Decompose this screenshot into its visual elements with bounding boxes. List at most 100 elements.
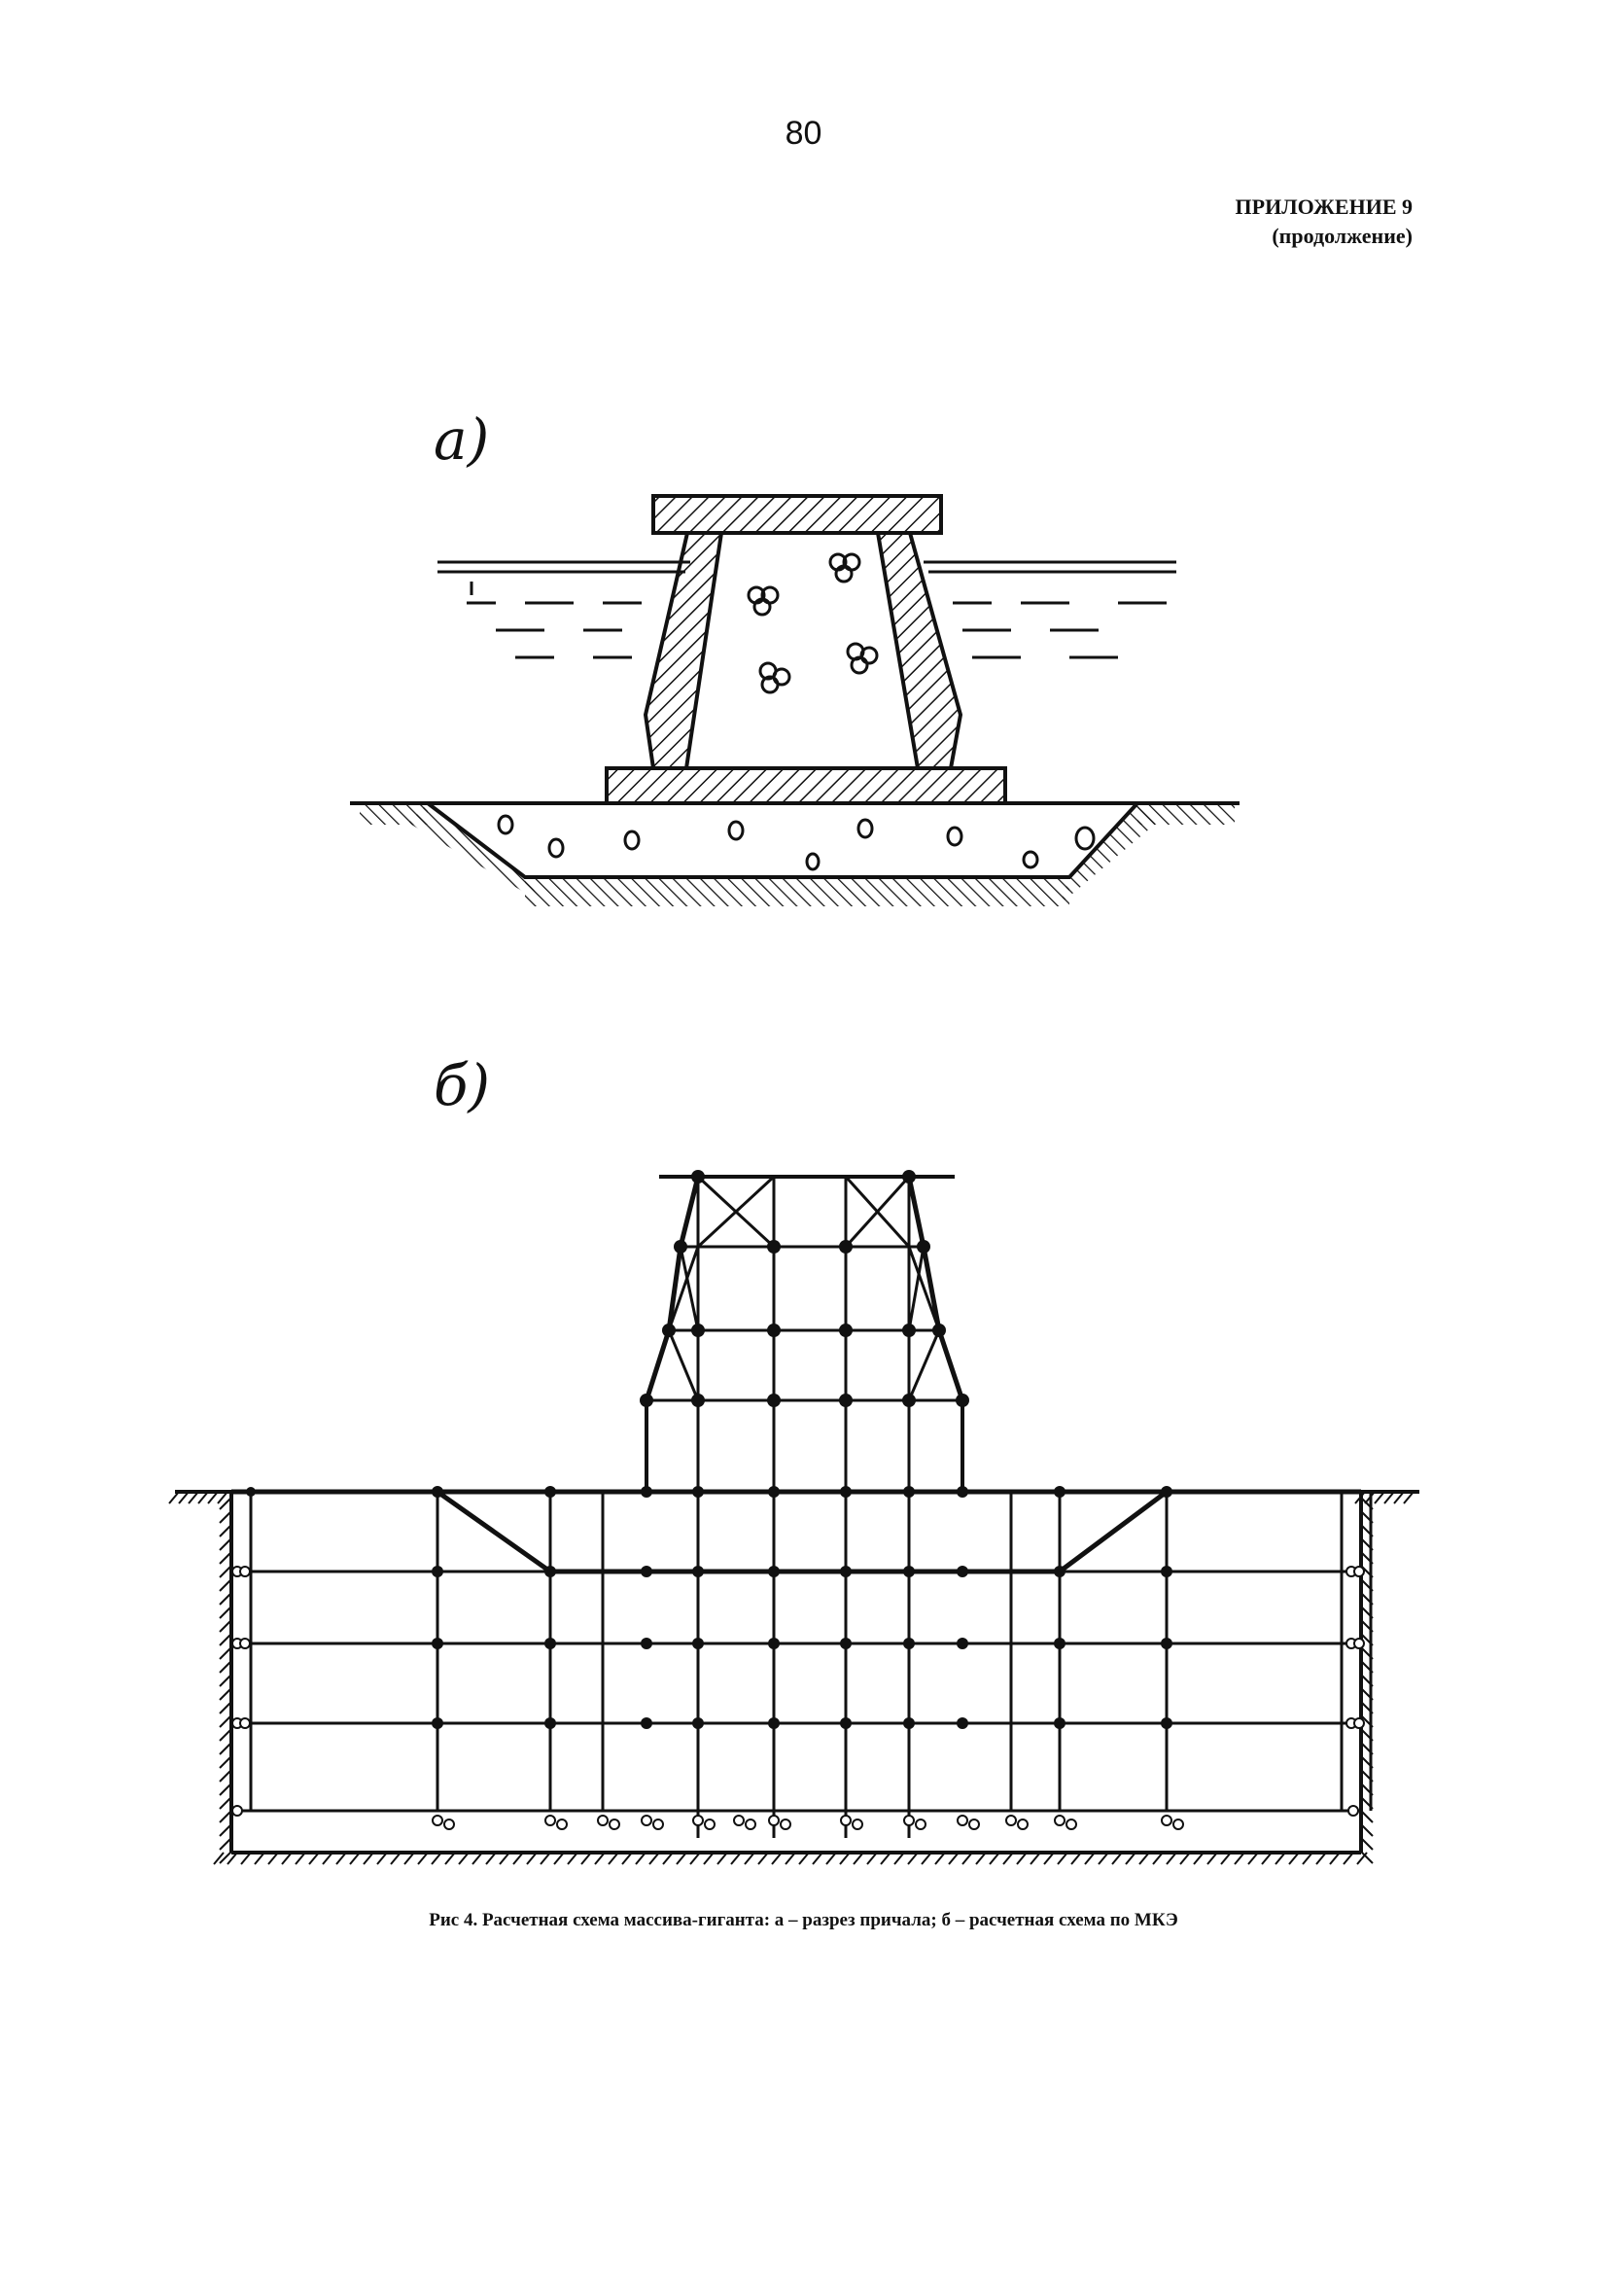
support-roller: [915, 1819, 926, 1830]
support-roller: [852, 1819, 863, 1830]
tower-frame: [644, 1175, 965, 1838]
fem-node: [544, 1717, 556, 1729]
fem-node: [840, 1717, 852, 1729]
fem-node: [1161, 1717, 1172, 1729]
support-roller: [239, 1638, 251, 1649]
support-roller: [1347, 1805, 1359, 1817]
support-roller: [231, 1805, 243, 1817]
fem-node: [768, 1717, 780, 1729]
fem-node: [1161, 1566, 1172, 1577]
support-roller: [239, 1566, 251, 1577]
fem-node: [432, 1638, 443, 1649]
fem-node: [839, 1240, 853, 1254]
fem-node: [544, 1566, 556, 1577]
appendix-header: ПРИЛОЖЕНИЕ 9 (продолжение): [1236, 193, 1413, 251]
fem-node: [691, 1170, 705, 1183]
support-roller: [692, 1815, 704, 1826]
fem-node: [957, 1638, 968, 1649]
support-roller: [1054, 1815, 1066, 1826]
right-wall: [875, 531, 963, 770]
panel-b-label: б): [434, 1052, 491, 1118]
support-roller: [733, 1815, 745, 1826]
berth-section-drawing: [350, 494, 1240, 906]
fem-node: [903, 1566, 915, 1577]
base-grid: [231, 1489, 1373, 1813]
fem-node: [839, 1394, 853, 1407]
fem-node: [432, 1717, 443, 1729]
figure-caption: Рис 4. Расчетная схема массива-гиганта: …: [429, 1910, 1178, 1930]
support-roller: [597, 1815, 609, 1826]
fem-node: [957, 1717, 968, 1729]
fem-node: [767, 1240, 781, 1254]
fem-node: [691, 1394, 705, 1407]
fem-node: [641, 1486, 652, 1498]
fem-node: [691, 1324, 705, 1337]
fem-node: [902, 1394, 916, 1407]
fem-node: [544, 1486, 556, 1498]
fem-node: [902, 1324, 916, 1337]
fem-node: [1054, 1717, 1066, 1729]
fem-node: [692, 1717, 704, 1729]
fem-node: [903, 1486, 915, 1498]
left-wall: [643, 531, 724, 770]
support-roller: [652, 1819, 664, 1830]
panel-a-label: а): [434, 406, 490, 473]
fem-node: [641, 1717, 652, 1729]
fem-node: [1161, 1486, 1172, 1498]
fem-node: [903, 1717, 915, 1729]
fem-node: [767, 1324, 781, 1337]
fem-node: [640, 1394, 653, 1407]
support-roller: [903, 1815, 915, 1826]
fem-node: [768, 1486, 780, 1498]
fem-node: [768, 1638, 780, 1649]
support-roller: [1005, 1815, 1017, 1826]
fem-node: [902, 1170, 916, 1183]
fem-supports: [231, 1566, 1365, 1830]
rubble-bed: [350, 801, 1240, 906]
fem-node: [674, 1240, 687, 1254]
fem-node: [641, 1638, 652, 1649]
support-roller: [1161, 1815, 1172, 1826]
fem-node: [840, 1486, 852, 1498]
fem-node: [1054, 1638, 1066, 1649]
fem-node: [692, 1638, 704, 1649]
support-roller: [609, 1819, 620, 1830]
support-roller: [768, 1815, 780, 1826]
support-roller: [1353, 1566, 1365, 1577]
support-roller: [641, 1815, 652, 1826]
fem-node: [767, 1394, 781, 1407]
support-roller: [968, 1819, 980, 1830]
support-roller: [432, 1815, 443, 1826]
base-slab: [605, 766, 1007, 805]
fem-node: [839, 1324, 853, 1337]
fem-node: [692, 1486, 704, 1498]
fem-node: [957, 1566, 968, 1577]
support-roller: [443, 1819, 455, 1830]
support-roller: [780, 1819, 791, 1830]
fem-node: [641, 1566, 652, 1577]
water-surface: [437, 560, 1176, 659]
top-slab: [651, 494, 943, 535]
support-roller: [239, 1717, 251, 1729]
fem-node: [840, 1638, 852, 1649]
fem-node: [246, 1487, 256, 1497]
fem-node: [932, 1324, 946, 1337]
fem-node: [692, 1566, 704, 1577]
fem-node: [544, 1638, 556, 1649]
fem-node: [840, 1566, 852, 1577]
support-roller: [957, 1815, 968, 1826]
fill-stones: [747, 552, 879, 694]
fem-node: [903, 1638, 915, 1649]
fem-scheme-drawing: [168, 1170, 1419, 1865]
support-roller: [556, 1819, 568, 1830]
fem-node: [662, 1324, 676, 1337]
support-roller: [745, 1819, 756, 1830]
support-roller: [1017, 1819, 1029, 1830]
support-roller: [544, 1815, 556, 1826]
fem-node: [1054, 1486, 1066, 1498]
support-roller: [840, 1815, 852, 1826]
fem-node: [957, 1486, 968, 1498]
page-number: 80: [785, 115, 822, 152]
support-roller: [704, 1819, 716, 1830]
